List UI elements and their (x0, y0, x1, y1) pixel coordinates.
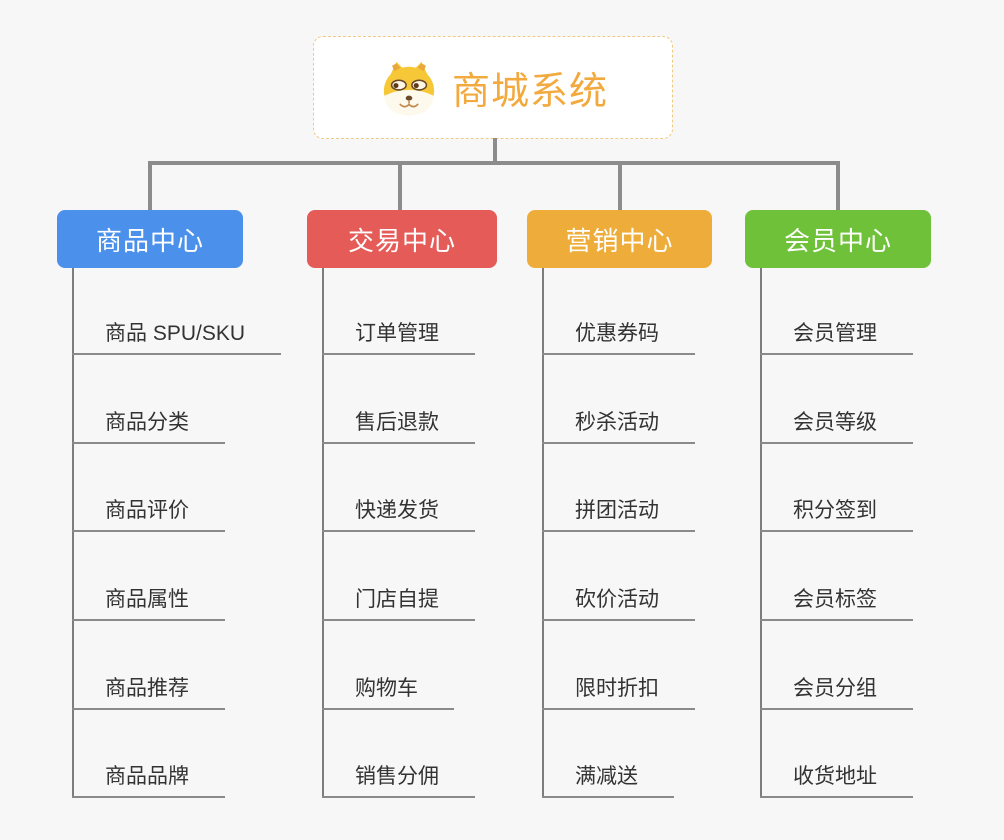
leaf-node[interactable]: 会员等级 (760, 402, 913, 444)
connector-root-stub (493, 138, 497, 165)
leaf-node[interactable]: 会员管理 (760, 313, 913, 355)
leaf-node[interactable]: 商品属性 (72, 579, 225, 621)
leaf-node[interactable]: 优惠券码 (542, 313, 695, 355)
leaf-node[interactable]: 售后退款 (322, 402, 475, 444)
connector-drop-product (148, 163, 152, 210)
branch-trunk-line (322, 268, 324, 798)
branch-header-trade[interactable]: 交易中心 (307, 210, 497, 268)
leaf-node[interactable]: 商品推荐 (72, 668, 225, 710)
branch-trunk-line (760, 268, 762, 798)
leaf-node[interactable]: 会员分组 (760, 668, 913, 710)
leaf-node[interactable]: 拼团活动 (542, 490, 695, 532)
leaf-node[interactable]: 快递发货 (322, 490, 475, 532)
branch-header-product[interactable]: 商品中心 (57, 210, 243, 268)
leaf-node[interactable]: 满减送 (542, 756, 674, 798)
leaf-node[interactable]: 商品评价 (72, 490, 225, 532)
leaf-node[interactable]: 商品分类 (72, 402, 225, 444)
leaf-node[interactable]: 商品 SPU/SKU (72, 313, 282, 355)
root-title: 商城系统 (451, 71, 608, 113)
leaf-node[interactable]: 订单管理 (322, 313, 475, 355)
leaf-node[interactable]: 秒杀活动 (542, 402, 695, 444)
branch-header-marketing[interactable]: 营销中心 (527, 210, 712, 268)
leaf-node[interactable]: 销售分佣 (322, 756, 475, 798)
root-node[interactable]: 商城系统 (313, 36, 673, 139)
branch-header-member[interactable]: 会员中心 (745, 210, 931, 268)
leaf-node[interactable]: 积分签到 (760, 490, 913, 532)
connector-drop-trade (398, 163, 402, 210)
connector-horizontal-bar (148, 161, 840, 165)
shiba-dog-icon (378, 59, 440, 117)
connector-drop-marketing (618, 163, 622, 210)
branch-trunk-line (72, 268, 74, 798)
leaf-node[interactable]: 会员标签 (760, 579, 913, 621)
leaf-node[interactable]: 收货地址 (760, 756, 913, 798)
leaf-node[interactable]: 门店自提 (322, 579, 475, 621)
connector-drop-member (836, 163, 840, 210)
branch-trunk-line (542, 268, 544, 798)
leaf-node[interactable]: 砍价活动 (542, 579, 695, 621)
leaf-node[interactable]: 购物车 (322, 668, 454, 710)
leaf-node[interactable]: 限时折扣 (542, 668, 695, 710)
leaf-node[interactable]: 商品品牌 (72, 756, 225, 798)
